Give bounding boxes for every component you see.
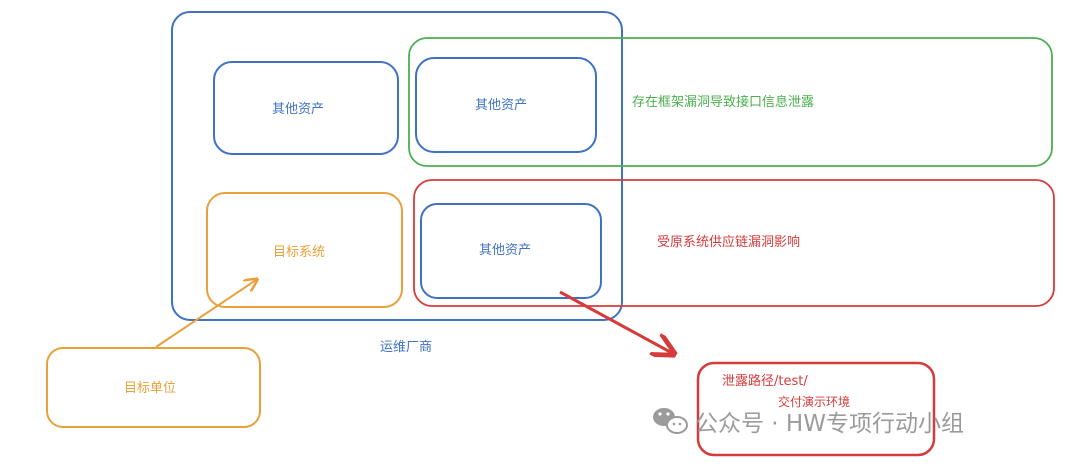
supply-chain-label: 受原系统供应链漏洞影响	[657, 234, 800, 250]
leak-path-label: 泄露路径/test/	[722, 373, 808, 389]
target-unit-box	[46, 347, 261, 428]
asset-to-leak-arrow	[559, 290, 672, 353]
other-asset-box-1	[213, 61, 399, 155]
target-system-label: 目标系统	[273, 245, 325, 260]
other-asset-label-2: 其他资产	[475, 98, 527, 113]
target-unit-to-system-arrow	[155, 280, 256, 348]
other-asset-box-3	[420, 203, 602, 299]
supply-chain-box	[413, 179, 1055, 307]
framework-leak-box	[408, 37, 1053, 167]
framework-leak-label: 存在框架漏洞导致接口信息泄露	[632, 94, 814, 110]
leak-path-box	[696, 361, 936, 457]
ops-vendor-label: 运维厂商	[380, 340, 432, 355]
watermark-text: 公众号 · HW专项行动小组	[695, 411, 964, 437]
demo-env-label: 交付演示环境	[778, 394, 850, 409]
other-asset-box-2	[415, 57, 597, 153]
wechat-icon	[653, 408, 688, 434]
other-asset-label-3: 其他资产	[479, 243, 531, 258]
other-asset-label-1: 其他资产	[272, 102, 324, 117]
target-system-box	[206, 192, 403, 308]
target-unit-label: 目标单位	[124, 381, 176, 396]
